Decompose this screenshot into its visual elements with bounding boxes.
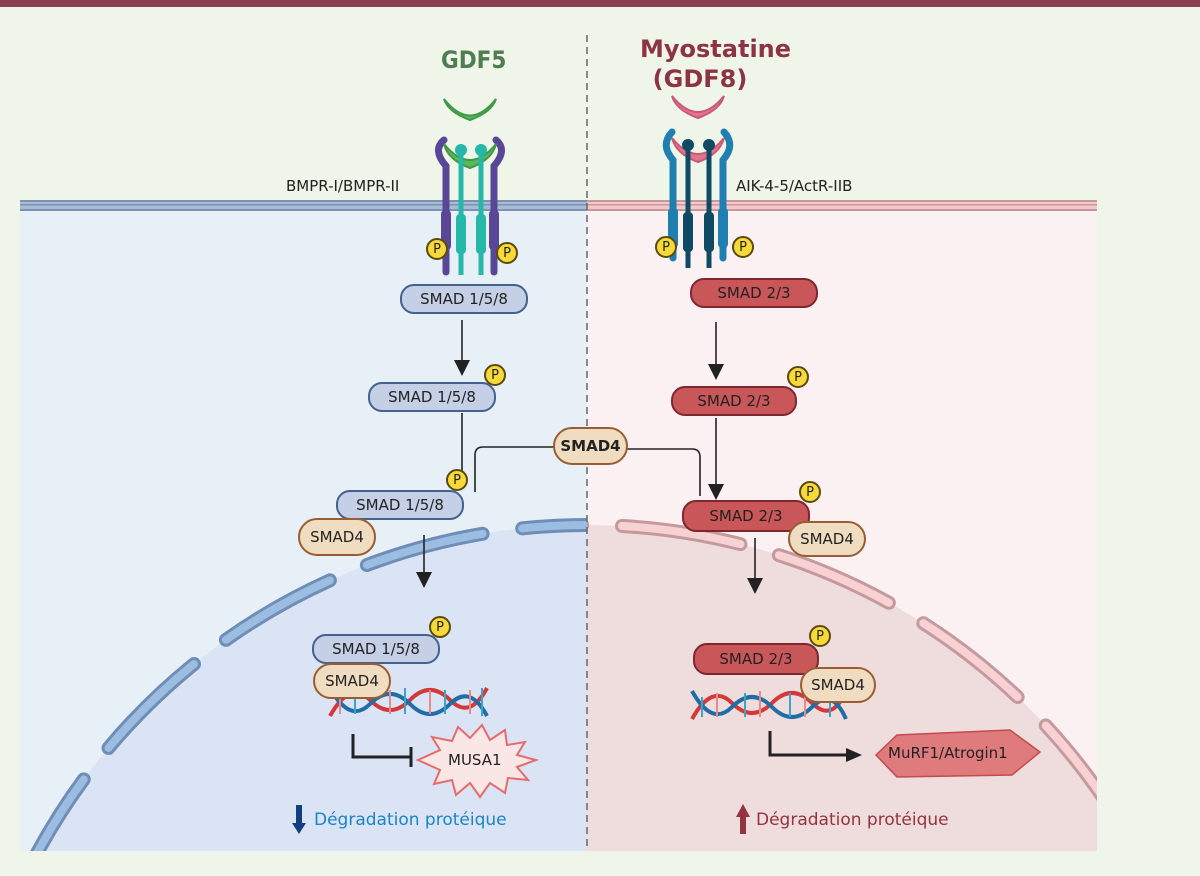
smad158-complex-pill: SMAD 1/5/8: [336, 490, 464, 520]
actr-receptor-label: AIK-4-5/ActR-IIB: [736, 177, 853, 195]
smad4-left-complex-pill: SMAD4: [298, 518, 376, 556]
phospho-badge: P: [484, 364, 506, 386]
smad4-nuclear-left-pill: SMAD4: [313, 663, 391, 699]
smad23-phospho-pill: SMAD 2/3: [671, 386, 797, 416]
phospho-badge: P: [787, 366, 809, 388]
phospho-badge: P: [446, 469, 468, 491]
top-border-bar: [0, 0, 1200, 7]
smad158-receptor-pill: SMAD 1/5/8: [400, 284, 528, 314]
smad23-complex-pill: SMAD 2/3: [682, 500, 810, 532]
left-outcome-label: Dégradation protéique: [314, 810, 507, 830]
myostatin-title: Myostatine (GDF8): [640, 34, 792, 94]
smad4-nuclear-right-pill: SMAD4: [800, 667, 876, 703]
inhibition-line: [351, 734, 410, 759]
down-arrow-icon: [292, 805, 306, 834]
up-arrow-icon: [736, 804, 750, 834]
right-outcome-label: Dégradation protéique: [756, 810, 949, 830]
murf1-atrogin1-hexagon: [874, 729, 1042, 778]
bmpr-receptor-label: BMPR-I/BMPR-II: [286, 177, 400, 195]
musa1-starburst: [415, 723, 540, 799]
smad23-nuclear-pill: SMAD 2/3: [693, 643, 819, 675]
left-plasma-membrane: [20, 200, 587, 211]
bmpr-receptor-icon: [435, 136, 505, 276]
phospho-badge: P: [732, 236, 754, 258]
myostatin-ligand-icon: [671, 95, 725, 120]
smad4-connector-left: [474, 446, 555, 492]
musa1-label: MUSA1: [448, 751, 502, 769]
gdf5-title: GDF5: [441, 46, 507, 74]
myostatin-title-line1: Myostatine: [640, 35, 792, 63]
smad4-cytoplasmic-pill: SMAD4: [553, 427, 628, 465]
phospho-badge: P: [799, 481, 821, 503]
activation-arrowhead-icon: [846, 748, 862, 762]
activation-line: [768, 731, 848, 757]
smad158-phospho-pill: SMAD 1/5/8: [368, 382, 496, 412]
phospho-badge: P: [429, 616, 451, 638]
myostatin-title-line2: (GDF8): [652, 65, 748, 93]
phospho-badge: P: [809, 625, 831, 647]
right-plasma-membrane: [587, 200, 1097, 211]
phospho-badge: P: [655, 236, 677, 258]
smad4-right-complex-pill: SMAD4: [788, 521, 866, 557]
phospho-badge: P: [426, 238, 448, 260]
murf1-atrogin1-label: MuRF1/Atrogin1: [888, 744, 1008, 762]
actr-receptor-icon: [662, 128, 734, 268]
gdf5-ligand-icon: [443, 98, 497, 122]
smad4-connector-right: [627, 448, 701, 496]
phospho-badge: P: [496, 242, 518, 264]
smad23-receptor-pill: SMAD 2/3: [690, 278, 818, 308]
smad158-nuclear-pill: SMAD 1/5/8: [312, 634, 440, 664]
